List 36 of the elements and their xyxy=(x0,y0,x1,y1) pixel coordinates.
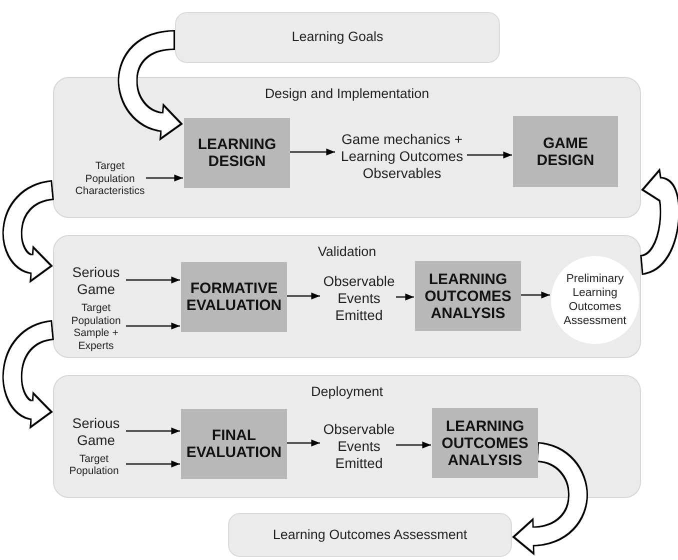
arrow xyxy=(286,440,320,446)
arrow xyxy=(126,460,180,468)
input-text: Target Population Sample + Experts xyxy=(65,301,127,353)
flow-text: Game mechanics + Learning Outcomes Observables xyxy=(336,121,468,191)
stage-box: Learning Goals xyxy=(175,12,500,63)
arrow xyxy=(520,292,550,298)
curved-arrow xyxy=(638,170,678,275)
arrow xyxy=(467,152,512,158)
arrow xyxy=(396,442,431,448)
phase-panel xyxy=(53,77,641,218)
arrow xyxy=(286,292,320,300)
arrow xyxy=(126,322,180,330)
arrow xyxy=(126,428,180,434)
panel-heading: Deployment xyxy=(310,383,384,401)
phase-panel xyxy=(53,235,641,358)
phase-panel xyxy=(53,375,641,498)
panel-heading: Design and Implementation xyxy=(264,85,430,103)
curved-arrow xyxy=(2,320,56,428)
process-box: FINAL EVALUATION xyxy=(181,409,287,479)
arrow xyxy=(146,174,183,182)
process-box: GAME DESIGN xyxy=(513,116,618,187)
process-box: FORMATIVE EVALUATION xyxy=(181,262,287,332)
panel-heading: Validation xyxy=(318,243,376,261)
stage-box: Learning Outcomes Assessment xyxy=(228,513,512,557)
process-box: LEARNING OUTCOMES ANALYSIS xyxy=(432,408,538,478)
flow-text: Serious Game xyxy=(65,414,127,450)
arrow xyxy=(396,294,414,300)
process-box: LEARNING DESIGN xyxy=(184,118,290,188)
process-box: LEARNING OUTCOMES ANALYSIS xyxy=(415,261,521,331)
arrow xyxy=(126,276,180,284)
flow-text: Observable Events Emitted xyxy=(321,269,397,327)
flow-text: Observable Events Emitted xyxy=(321,417,397,475)
arrow xyxy=(289,148,335,156)
flow-text: Serious Game xyxy=(65,263,127,299)
input-text: Target Population Characteristics xyxy=(73,157,147,201)
input-text: Target Population xyxy=(61,452,127,478)
